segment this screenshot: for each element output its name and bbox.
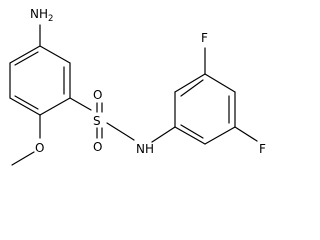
sulfonyl-oxygen-bottom-label: O [93,140,102,154]
fluorine-right-bond [234,126,258,142]
sulfur-nitrogen-bond [106,122,135,141]
ring-sulfur-bond [69,97,92,111]
right-benzene-ring [174,73,236,145]
fluorine-right-label: F [259,142,266,156]
sulfonamide-hydrogen-label: H [145,142,154,156]
sulfur-label: S [93,114,101,128]
nitrogen-ring-bond [151,126,176,143]
methoxy-bond-methyl [11,151,35,166]
molecule-structure: NH2 O S O O N H F F [9,7,266,166]
fluorine-top-label: F [201,31,208,45]
sulfonyl-oxygen-top-label: O [93,88,102,102]
structure-canvas: NH2 O S O O N H F F [9,7,266,166]
amine-label: NH2 [30,7,53,24]
left-benzene-ring [9,45,71,116]
methoxy-oxygen-label: O [35,141,44,155]
sulfonamide-nitrogen-label: N [136,142,145,156]
